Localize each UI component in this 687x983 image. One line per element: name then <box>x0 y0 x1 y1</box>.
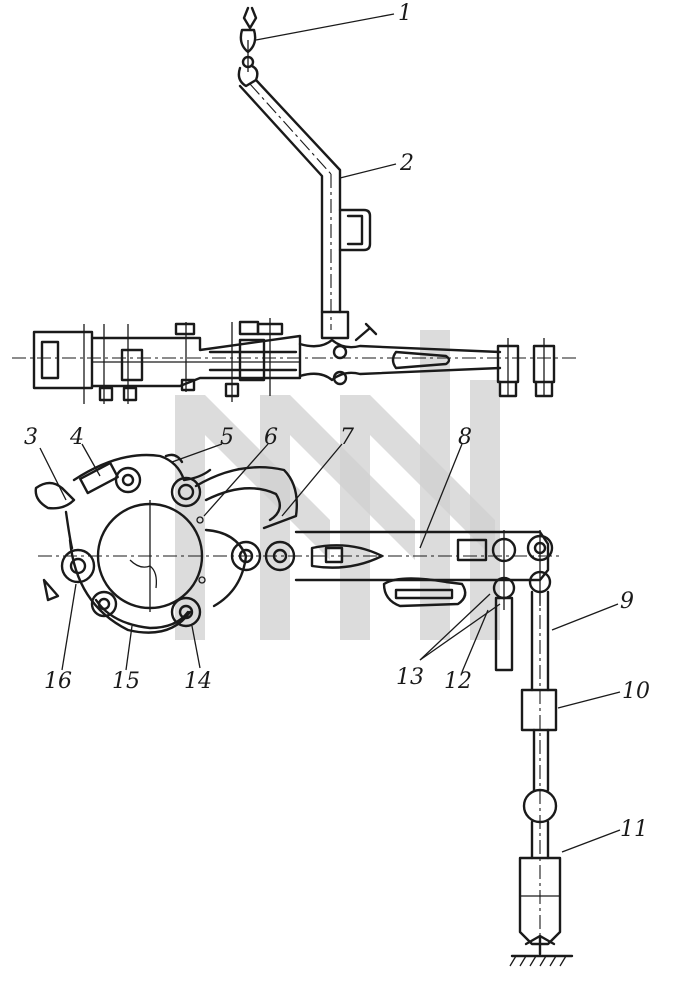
callout-6: 6 <box>264 425 278 450</box>
callout-13: 13 <box>396 665 424 690</box>
callout-8: 8 <box>458 425 472 450</box>
leader-lines <box>39 13 621 853</box>
callout-15: 15 <box>112 669 140 694</box>
callout-3: 3 <box>24 425 38 450</box>
callout-14: 14 <box>184 669 212 694</box>
watermark <box>175 330 500 640</box>
callout-7: 7 <box>340 425 354 450</box>
upper-clamp-assembly <box>12 318 580 404</box>
callout-4: 4 <box>69 425 84 450</box>
callout-labels: 1 2 3 4 5 6 7 8 9 10 11 12 13 14 15 16 <box>24 1 650 842</box>
callout-11: 11 <box>620 817 648 842</box>
callout-1: 1 <box>398 1 412 26</box>
callout-12: 12 <box>444 669 472 694</box>
gripper-assembly <box>34 453 560 672</box>
hanging-rod <box>509 590 574 967</box>
top-hook <box>237 6 259 88</box>
callout-16: 16 <box>44 669 72 694</box>
suspension-rod <box>238 78 372 340</box>
callout-2: 2 <box>399 151 414 176</box>
callout-10: 10 <box>622 679 650 704</box>
callout-9: 9 <box>620 589 634 614</box>
callout-5: 5 <box>220 425 234 450</box>
